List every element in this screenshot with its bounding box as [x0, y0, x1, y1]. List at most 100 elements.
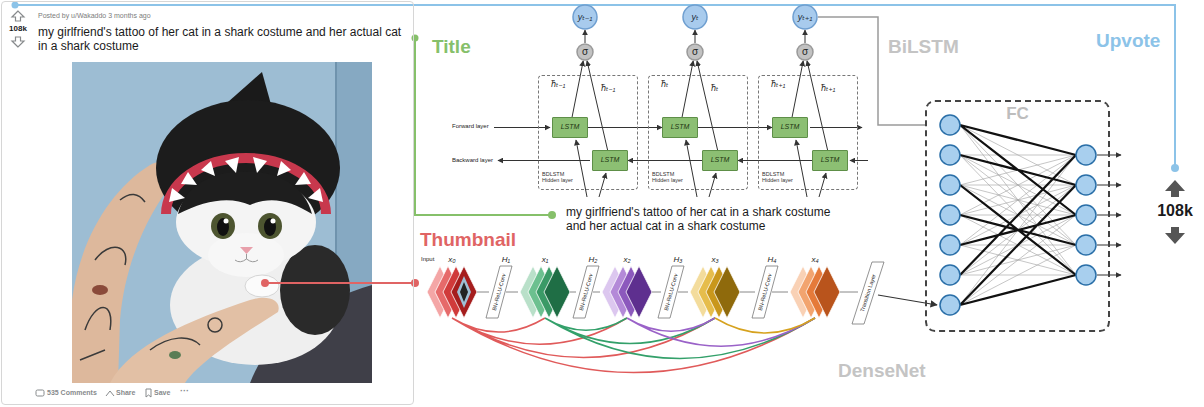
feature-map-label: x₁: [542, 255, 549, 264]
fc-neuron: [940, 115, 960, 135]
hidden-state-label: h⃖ₜ: [711, 84, 718, 93]
leader-dot: [412, 35, 419, 42]
photo-shark-tooth: [308, 188, 323, 202]
label-slot: h⃗ₜ₊₁: [771, 80, 785, 89]
title-leader-line: [415, 38, 552, 215]
text-slot: LSTM: [711, 156, 730, 164]
bilstm-label: BiLSTM: [888, 36, 959, 58]
label-slot: h⃖ₜ₊₁: [821, 84, 835, 93]
fc-weight-lines: [960, 125, 1076, 305]
feature-map: [544, 266, 570, 318]
photo-cat-forehead: [178, 172, 312, 214]
fc-neuron: [940, 175, 960, 195]
text-slot: LSTM: [561, 123, 580, 131]
label-slot: BN-ReLU-Conv: [757, 273, 773, 312]
label-slot: 535 Comments: [47, 389, 97, 397]
post-header: Posted by u/Wakaddo 3 months ago: [38, 12, 378, 20]
label-slot: BN-ReLU-Conv: [491, 273, 507, 312]
upvote-count: 108k: [1157, 202, 1193, 220]
output-circle-shape: [793, 5, 817, 29]
photo-eye-glint: [224, 219, 229, 224]
photo-cat-mouth: [235, 254, 258, 262]
layer-function-label: H₄: [768, 255, 777, 264]
photo-shark-tooth: [201, 161, 215, 176]
text-slot: BDLSTM Hidden layer: [652, 171, 692, 184]
lstm-label: LSTM: [821, 156, 840, 164]
label-slot: Backward layer: [452, 157, 493, 164]
densenet-output-arrow: [878, 295, 937, 305]
hidden-layer-box: BDLSTM Hidden layerLSTMLSTM: [758, 75, 858, 190]
input-label: Input: [421, 256, 434, 263]
photo-shark-tooth: [253, 157, 267, 173]
label-slot: x₁: [542, 255, 549, 264]
input-arrow: [709, 173, 716, 197]
upvote-arrow-icon: [12, 11, 24, 21]
text-slot: yₜ₋₁: [578, 12, 593, 22]
fc-neuron: [940, 205, 960, 225]
sigmoid-circle-shape: [687, 44, 703, 60]
label-slot: BiLSTM: [888, 36, 959, 58]
label-slot: H₁: [502, 255, 510, 264]
connector: [628, 160, 702, 161]
backward-arrow: [498, 160, 590, 161]
feature-map-label: x₀: [448, 255, 455, 264]
connector: [588, 127, 662, 128]
feature-map: [451, 266, 477, 318]
lstm-box: LSTM: [592, 150, 628, 171]
leader-dot: [548, 211, 556, 219]
sigmoid-symbol: σ: [582, 46, 588, 58]
fc-strong-weight-lines: [960, 125, 1076, 305]
save-icon: [146, 389, 151, 397]
photo-cat-pupil: [217, 218, 229, 236]
photo-cat-paw: [245, 275, 279, 297]
photo-cat-nose: [240, 247, 253, 254]
forward-arrow: [810, 127, 862, 128]
photo-shark-tooth: [295, 172, 311, 185]
connector: [572, 61, 583, 117]
label-slot: Transition Layer: [859, 273, 877, 312]
photo-door: [72, 62, 372, 383]
leader-dot: [261, 279, 269, 287]
hidden-layer-box: BDLSTM Hidden layerLSTMLSTM: [648, 75, 748, 190]
bn-relu-conv-label: BN-ReLU-Conv: [491, 273, 507, 312]
text-slot: LSTM: [601, 156, 620, 164]
lstm-label: LSTM: [601, 156, 620, 164]
label-slot: Input: [421, 256, 434, 263]
output-symbol: yₜ₊₁: [798, 12, 813, 22]
lstm-box: LSTM: [702, 150, 738, 171]
feature-map-label: x₂: [623, 255, 630, 264]
hidden-layer-label: BDLSTM Hidden layer: [542, 171, 582, 184]
connector: [738, 160, 812, 161]
hidden-state-label: h⃖ₜ₊₁: [821, 84, 835, 93]
output-circle: yₜ₊₁: [792, 4, 818, 30]
text-slot: BDLSTM Hidden layer: [542, 171, 582, 184]
feature-map: [626, 266, 652, 318]
text-slot: yₜ: [691, 12, 698, 22]
sigmoid-circle: σ: [686, 43, 704, 61]
output-symbol: yₜ₋₁: [578, 12, 593, 22]
label-slot: Forward layer: [452, 123, 489, 130]
label-slot: H₄: [768, 255, 777, 264]
label-slot: Save: [154, 389, 170, 397]
label-slot: x₄: [811, 255, 818, 264]
photo-hood-rim: [166, 158, 326, 214]
fc-neuron: [1076, 145, 1096, 165]
more-button: ···: [180, 386, 189, 396]
hidden-state-label: h⃗ₜ: [661, 80, 668, 89]
share-icon: [106, 391, 114, 396]
output-circle: yₜ: [682, 4, 708, 30]
photo-shark-tooth: [169, 188, 185, 202]
text-slot: σ: [582, 46, 588, 58]
connector: [792, 61, 803, 117]
input-thumbnail: [460, 282, 468, 302]
dense-connection: [452, 318, 815, 373]
photo-shark-tooth: [181, 172, 197, 185]
input-arrow: [576, 140, 587, 197]
input-arrow: [686, 140, 697, 197]
label-slot: Title: [432, 36, 471, 58]
label-slot: ···: [180, 386, 189, 396]
lstm-label: LSTM: [561, 123, 580, 131]
